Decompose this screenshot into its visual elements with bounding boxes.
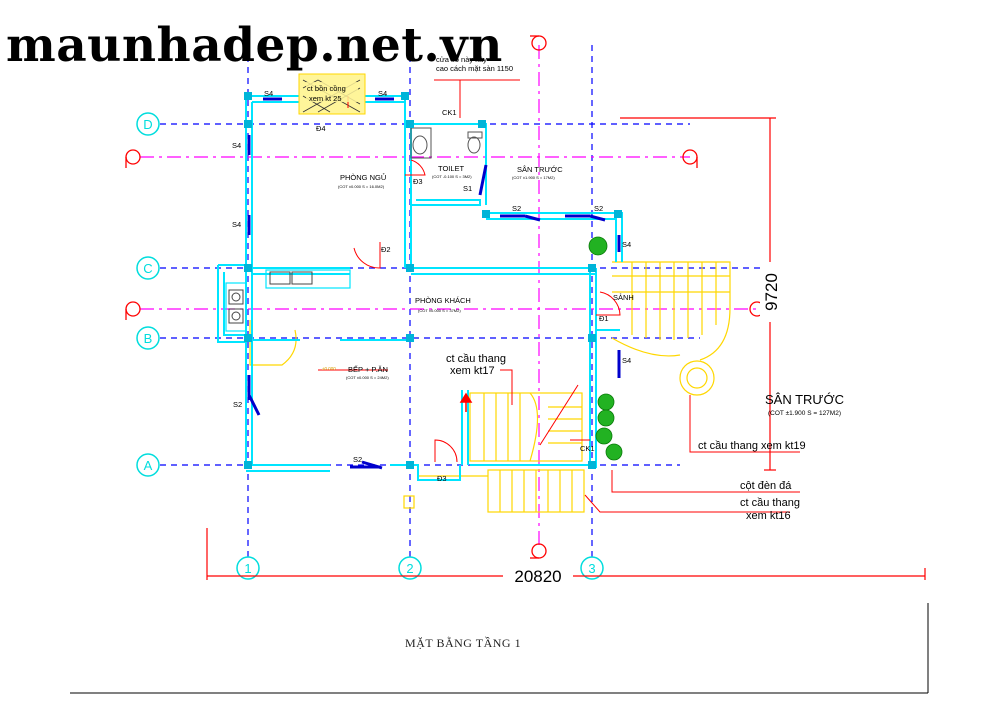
room-kitchen-level-mark: ±0.000 [322, 366, 336, 371]
note-stair-kt16-2: xem kt16 [746, 510, 791, 522]
room-living-elevation: (COT ±0.000 S = 37M2) [418, 308, 461, 313]
tag-d1: Đ1 [599, 314, 609, 323]
room-kitchen-name: BẾP + P.ĂN [348, 364, 388, 374]
room-front-yard-elevation: (COT ±1.900 S = 127M2) [768, 410, 841, 417]
room-kitchen-elevation: (COT ±0.000 S = 24M2) [346, 375, 389, 380]
room-bedroom-name: PHÒNG NGỦ [340, 173, 386, 182]
tag-s1-toilet: S1 [463, 184, 472, 193]
tag-ck1: CK1 [442, 108, 457, 117]
dimension-lines [206, 117, 926, 580]
kitchen-counter [225, 269, 351, 332]
dimension-overall-depth: 9720 [762, 273, 781, 311]
room-bedroom-elevation: (COT ±0.000 S = 16.0M2) [338, 184, 385, 189]
grid-label-2: 2 [406, 561, 413, 576]
note-stone-column: cột đèn đá [740, 480, 792, 492]
grid-bubble-row-B: B [136, 326, 160, 350]
annotations: cửa sổ này xây cao cách mặt sàn 1150 ct … [306, 55, 806, 522]
front-stair [611, 261, 731, 396]
kitchen-sink [269, 271, 313, 285]
room-side-yard-name: SÂN TRƯỚC [517, 165, 563, 174]
kitchen-stove [228, 289, 244, 324]
grid-label-B: B [144, 331, 153, 346]
room-toilet-name: TOILET [438, 164, 465, 173]
tag-d3-toilet: Đ3 [413, 177, 423, 186]
tag-d4: Đ4 [316, 124, 326, 133]
note-stair-kt17-1: ct cầu thang [446, 353, 506, 365]
leader-lines [318, 79, 800, 513]
grid-label-3: 3 [588, 561, 595, 576]
windows [247, 97, 621, 470]
tag-s4-right-upper: S4 [622, 240, 631, 249]
site-watermark: maunhadep.net.vn [6, 18, 503, 73]
tag-s2-left: S2 [233, 400, 242, 409]
section-lines [140, 45, 760, 545]
grid-bubble-col-2: 2 [398, 556, 422, 580]
grid-bubble-col-1: 1 [236, 556, 260, 580]
room-hall-name: SẢNH [613, 293, 634, 302]
door-swings [353, 159, 621, 463]
toilet-fixtures [410, 127, 483, 159]
tag-ck1-bottom: CK1 [580, 444, 595, 453]
note-stair-kt17-2: xem kt17 [450, 365, 495, 377]
tag-s2-top-1: S2 [512, 204, 521, 213]
tag-s4-left-upper: S4 [232, 141, 241, 150]
grid-bubble-row-D: D [136, 112, 160, 136]
tag-s4-top-right: S4 [378, 89, 387, 98]
grid-bubble-row-C: C [136, 256, 160, 280]
grid-bubble-row-A: A [136, 453, 160, 477]
note-window-1: cửa sổ này xây [436, 55, 487, 64]
note-window-2: cao cách mặt sàn 1150 [436, 64, 513, 73]
tag-s2-top-2: S2 [594, 204, 603, 213]
tag-s4-left-mid: S4 [232, 220, 241, 229]
tag-d2: Đ2 [381, 245, 391, 254]
structural-columns [244, 92, 622, 469]
tag-s4-top-left: S4 [264, 89, 273, 98]
room-labels: PHÒNG NGỦ (COT ±0.000 S = 16.0M2) TOILET… [322, 164, 844, 417]
grid-label-C: C [143, 261, 152, 276]
drawing-title: MẶT BẰNG TẦNG 1 [405, 636, 522, 650]
tag-s4-right-lower: S4 [622, 356, 631, 365]
grid-label-1: 1 [244, 561, 251, 576]
note-gate-detail-1: ct bồn cồng [307, 84, 346, 93]
note-gate-detail-2: xem kt 25 [309, 94, 342, 103]
room-side-yard-elevation: (COT ±1.900 S = 17M2) [512, 175, 555, 180]
grid-label-A: A [144, 458, 153, 473]
room-living-name: PHÒNG KHÁCH [415, 296, 471, 305]
grid-bubble-col-3: 3 [580, 556, 604, 580]
grid-label-D: D [143, 117, 152, 132]
note-stair-kt19: ct cầu thang xem kt19 [698, 440, 806, 452]
stair-arrow [459, 392, 473, 412]
plants [588, 236, 623, 461]
opening-tags: S4 S4 S4 S4 S4 S4 S2 S2 S2 S2 S1 CK1 CK1… [232, 89, 631, 483]
room-front-yard-name: SÂN TRƯỚC [765, 392, 844, 407]
tag-s2-bottom: S2 [353, 455, 362, 464]
entrance-stair [249, 320, 585, 513]
dimension-overall-width: 20820 [514, 567, 561, 586]
tag-d3-bottom: Đ3 [437, 474, 447, 483]
note-stair-kt16-1: ct cầu thang [740, 497, 800, 509]
interior-stair [469, 392, 583, 462]
room-toilet-elevation: (COT -0.100 S = 3M2) [432, 174, 472, 179]
title-frame [70, 603, 929, 694]
